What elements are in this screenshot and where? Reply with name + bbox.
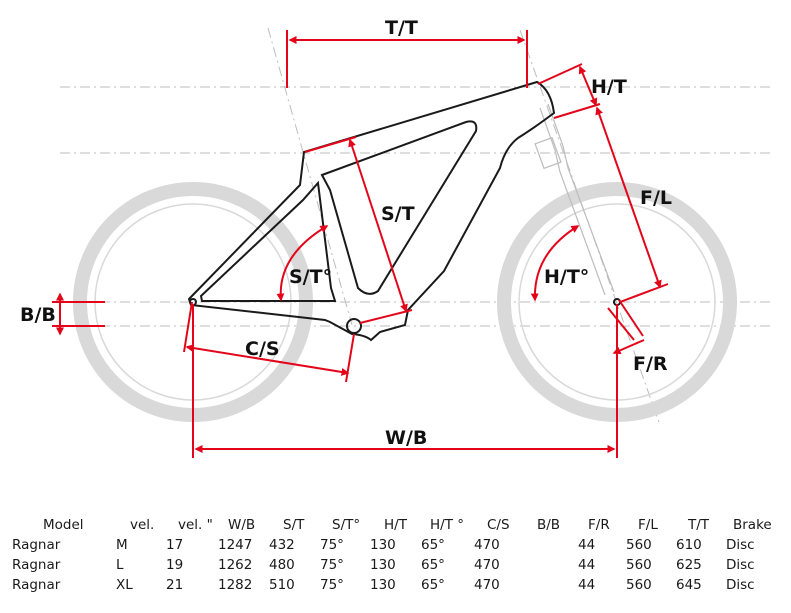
table-cell: 470	[474, 537, 500, 553]
cs-label: C/S	[245, 338, 280, 360]
table-cell: 130	[370, 537, 396, 553]
fr-label: F/R	[633, 353, 668, 375]
table-cell: 19	[166, 557, 184, 573]
table-cell: 65°	[421, 577, 445, 593]
table-header-cell: Brake	[733, 517, 772, 533]
table-header-cell: T/T	[688, 517, 710, 533]
st-label: S/T	[381, 203, 415, 225]
table-cell: 44	[578, 557, 596, 573]
table-header-cell: B/B	[537, 517, 561, 533]
table-cell: 21	[166, 577, 184, 593]
ht-label: H/T	[591, 76, 627, 98]
table-header-cell: C/S	[487, 517, 510, 533]
table-cell: 470	[474, 557, 500, 573]
table-cell: 470	[474, 577, 500, 593]
fl-label: F/L	[640, 187, 672, 209]
fork	[534, 103, 615, 296]
table-header-cell: F/L	[638, 517, 658, 533]
table-cell: Disc	[726, 537, 755, 553]
table-header-cell: H/T °	[430, 517, 464, 533]
table-header-cell: Model	[43, 517, 84, 533]
geometry-table: Model vel. vel. " W/B S/T S/T° H/T H/T ° C/S B/B F…	[0, 512, 791, 608]
table-cell: 480	[269, 557, 295, 573]
table-cell: 560	[626, 557, 652, 573]
table-cell: Ragnar	[12, 557, 61, 573]
table-header-cell: S/T	[283, 517, 305, 533]
wb-label: W/B	[385, 427, 427, 449]
table-header-cell: H/T	[384, 517, 407, 533]
ht-angle-label: H/T°	[544, 266, 589, 288]
table-cell: 1262	[218, 557, 253, 573]
table-cell: 44	[578, 537, 596, 553]
table-cell: 610	[676, 537, 702, 553]
table-cell: 44	[578, 577, 596, 593]
st-angle-label: S/T°	[289, 266, 332, 288]
table-cell: 510	[269, 577, 295, 593]
table-cell: 1247	[218, 537, 253, 553]
table-header-cell: S/T°	[332, 517, 361, 533]
table-cell: M	[116, 537, 128, 553]
bike-geometry-diagram: T/T H/T F/L S/T S/T° H/T° B/B C/S F/R W/…	[20, 17, 770, 458]
table-cell: 1282	[218, 577, 253, 593]
table-cell: 65°	[421, 537, 445, 553]
bb-label: B/B	[20, 304, 56, 326]
table-cell: 75°	[320, 557, 344, 573]
table-cell: L	[116, 557, 124, 573]
dimension-lines	[52, 30, 669, 458]
table-cell: 432	[269, 537, 295, 553]
table-header-cell: vel.	[130, 517, 155, 533]
table-cell: 75°	[320, 577, 344, 593]
table-cell: 17	[166, 537, 184, 553]
table-cell: 645	[676, 577, 702, 593]
table-cell: 65°	[421, 557, 445, 573]
table-cell: 560	[626, 577, 652, 593]
table-header-cell: vel. "	[178, 517, 213, 533]
tt-label: T/T	[385, 17, 418, 39]
table-cell: Ragnar	[12, 537, 61, 553]
table-header-cell: W/B	[228, 517, 256, 533]
table-cell: Ragnar	[12, 577, 61, 593]
table-cell: 560	[626, 537, 652, 553]
table-cell: 130	[370, 557, 396, 573]
table-cell: XL	[116, 577, 133, 593]
table-header-cell: F/R	[588, 517, 610, 533]
table-cell: Disc	[726, 577, 755, 593]
table-cell: 625	[676, 557, 702, 573]
table-cell: 130	[370, 577, 396, 593]
table-cell: Disc	[726, 557, 755, 573]
table-cell: 75°	[320, 537, 344, 553]
